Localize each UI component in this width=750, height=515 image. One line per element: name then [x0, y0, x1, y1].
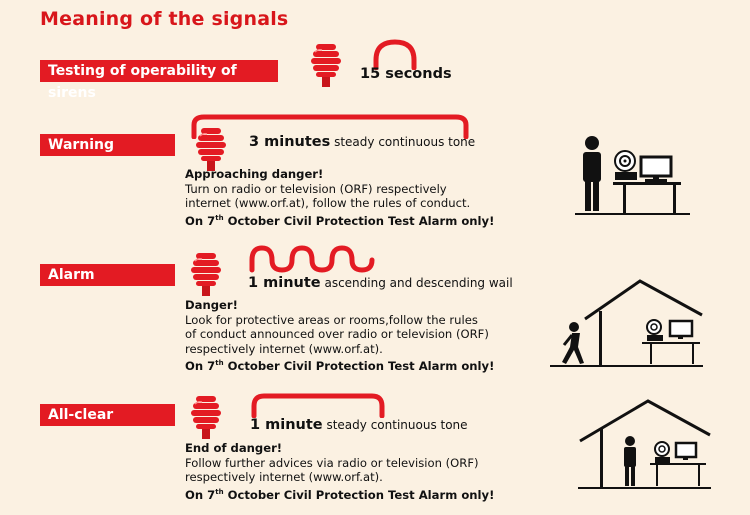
test-duration: 15 seconds: [360, 66, 452, 82]
alarm-label: Alarm: [40, 264, 175, 286]
siren-icon: [310, 44, 342, 88]
alarm-duration: 1 minute ascending and descending wail: [248, 275, 513, 291]
sound-arc-icon: [251, 393, 385, 418]
person-in-house-icon: [578, 399, 711, 489]
sound-arc-icon: [373, 39, 417, 70]
person-at-desk-icon: [575, 136, 690, 215]
warning-label: Warning: [40, 134, 175, 156]
wave-icon: [249, 245, 375, 273]
warning-duration: 3 minutes steady continuous tone: [249, 134, 476, 150]
person-walking-into-house-icon: [550, 279, 703, 367]
sound-arc-icon: [191, 114, 469, 139]
all-clear-duration: 1 minute steady continuous tone: [250, 417, 468, 433]
warning-description: Approaching danger! Turn on radio or tel…: [185, 167, 495, 228]
all-clear-label: All-clear: [40, 404, 175, 426]
siren-icon: [195, 128, 227, 172]
page-title: Meaning of the signals: [40, 8, 289, 30]
siren-icon: [190, 396, 222, 440]
alarm-description: Danger! Look for protective areas or roo…: [185, 298, 495, 374]
test-label: Testing of operability of sirens: [40, 60, 278, 101]
siren-icon: [190, 253, 222, 297]
all-clear-description: End of danger! Follow further advices vi…: [185, 441, 495, 502]
